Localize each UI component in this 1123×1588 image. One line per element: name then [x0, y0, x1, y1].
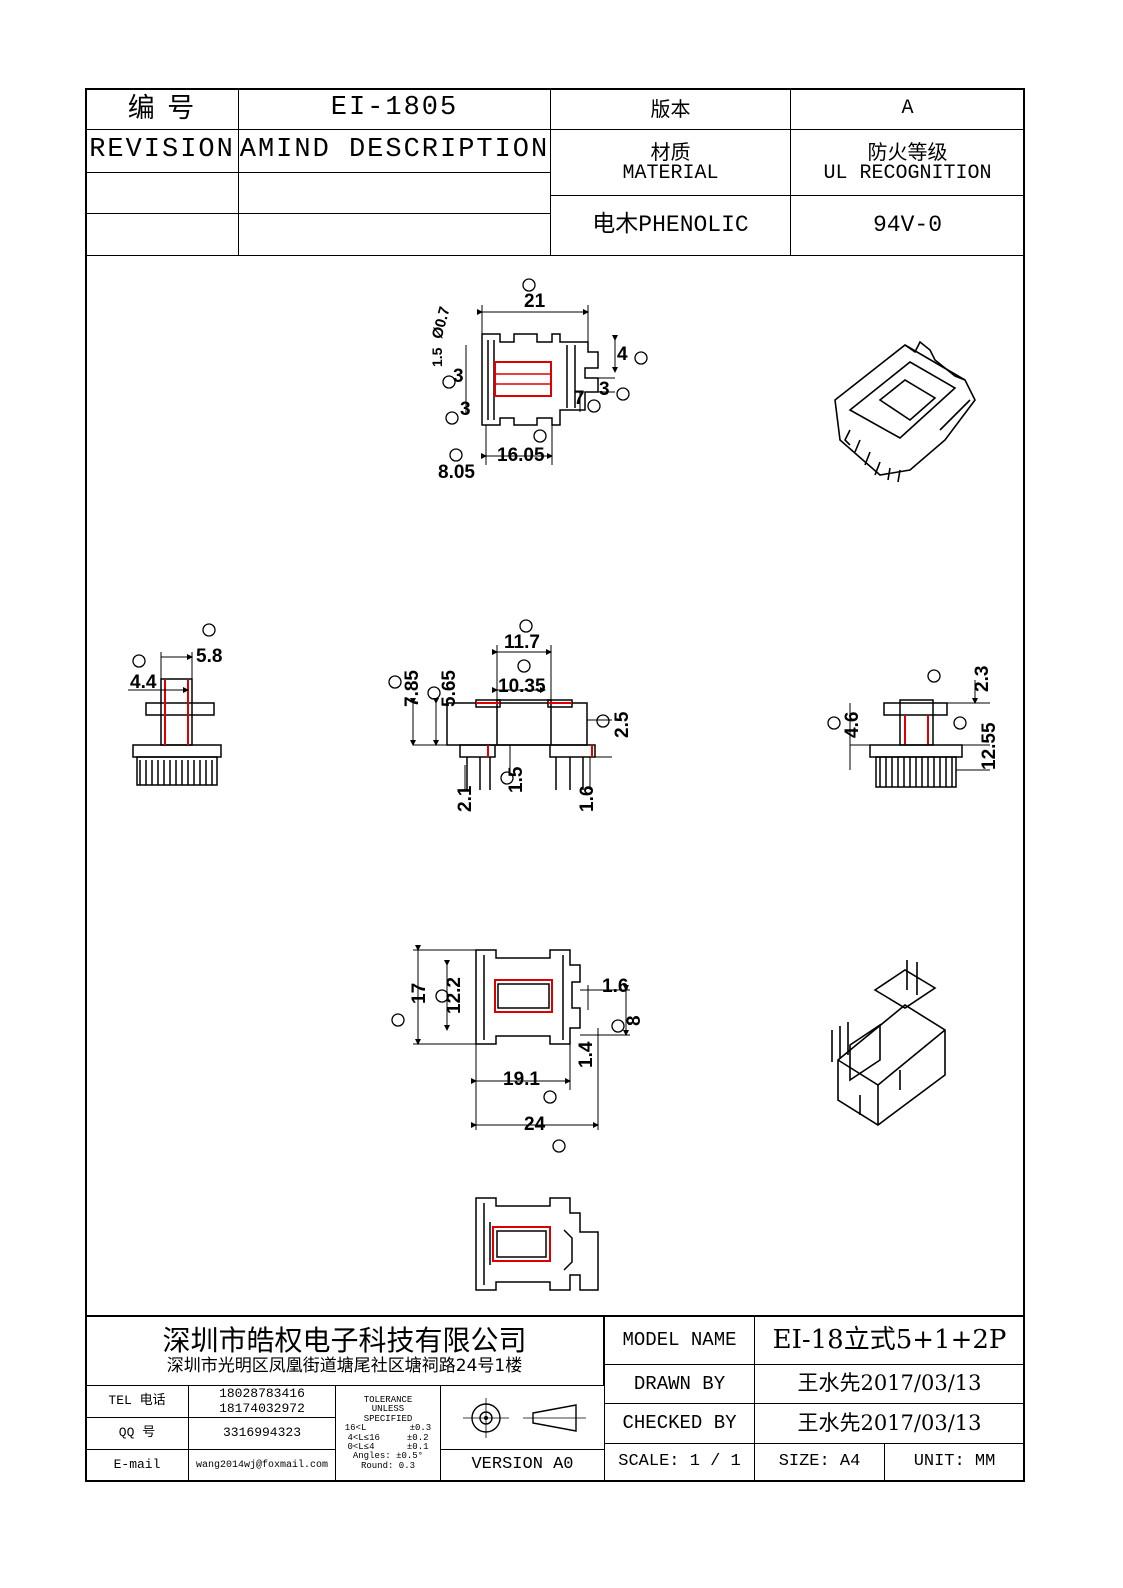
- company-address: 深圳市光明区凤凰街道塘尾社区塘祠路24号1楼: [166, 1355, 523, 1376]
- bottom-view-balloons: [391, 989, 625, 1153]
- dim-front-7-85: 7.85: [402, 670, 423, 707]
- dim-top-3a: 3: [453, 366, 464, 387]
- bottom-view: [413, 945, 630, 1130]
- model-value: EI-18立式5+1+2P: [754, 1315, 1025, 1365]
- dim-front-1-6: 1.6: [577, 786, 598, 812]
- front-view-balloons: [388, 619, 610, 785]
- tel-values: 18028783416 18174032972: [188, 1385, 336, 1418]
- dim-front-1-5: 1.5: [506, 766, 527, 793]
- dim-bottom-1-4: 1.4: [576, 1041, 597, 1068]
- dim-front-2-1: 2.1: [455, 785, 476, 812]
- isometric-view-bottom: [831, 960, 946, 1126]
- ul-label-cn: 防火等级: [867, 139, 948, 164]
- isometric-view-top: [834, 340, 976, 483]
- dim-bottom-8: 8: [624, 1015, 645, 1026]
- dim-bottom-12-2: 12.2: [444, 977, 465, 1014]
- email-label: E-mail: [85, 1449, 189, 1482]
- projection-symbol-cell: [440, 1385, 605, 1450]
- dim-top-7: 7: [574, 388, 585, 409]
- dim-top-3c: 3: [599, 379, 610, 400]
- drawn-label: DRAWN BY: [604, 1364, 755, 1404]
- right-side-view: [849, 680, 990, 788]
- dim-top-dia: Ø0.7: [429, 305, 454, 341]
- right-view-dimensions: 2.3 4.6 12.55: [842, 666, 1000, 770]
- top-view-balloons: [442, 278, 648, 462]
- model-label: MODEL NAME: [604, 1315, 755, 1365]
- dim-top-21: 21: [524, 291, 546, 312]
- dim-right-12-55: 12.55: [979, 722, 1000, 770]
- projection-symbol-icon: [462, 1397, 586, 1438]
- bottom-view-dimensions: 17 12.2 1.6 8 1.4 19.1 24: [409, 976, 645, 1135]
- front-view-dimensions: 11.7 10.35 7.85 5.65 2.5 2.1 1.5 1.6: [402, 632, 633, 812]
- dim-left-5-8: 5.8: [196, 646, 222, 667]
- left-view-dimensions: 5.8 4.4: [130, 646, 222, 693]
- email-value: wang2014wj@foxmail.com: [188, 1449, 336, 1482]
- dim-bottom-1-6: 1.6: [602, 976, 628, 997]
- ul-value: 94V-0: [790, 195, 1025, 256]
- dim-right-2-3: 2.3: [972, 666, 993, 692]
- dim-front-11-7: 11.7: [504, 632, 540, 653]
- front-view: [410, 645, 612, 790]
- dim-front-2-5: 2.5: [612, 711, 633, 738]
- company-block: 深圳市皓权电子科技有限公司 深圳市光明区凤凰街道塘尾社区塘祠路24号1楼: [85, 1315, 604, 1385]
- material-label-cn: 材质: [650, 139, 691, 164]
- title-block-divider: [85, 1315, 1025, 1317]
- dim-bottom-24: 24: [524, 1114, 546, 1135]
- dim-right-4-6: 4.6: [842, 712, 863, 738]
- dim-top-4: 4: [617, 344, 628, 365]
- dim-front-5-65: 5.65: [439, 670, 460, 707]
- size-text: SIZE: A4: [754, 1443, 885, 1482]
- left-side-view: [128, 652, 222, 786]
- dim-bottom-19-1: 19.1: [503, 1069, 540, 1090]
- material-value: 电木PHENOLIC: [550, 195, 791, 256]
- material-label: 材质 MATERIAL: [550, 129, 791, 196]
- unit-text: UNIT: MM: [884, 1443, 1025, 1482]
- drawn-value: 王水先2017/03/13: [754, 1364, 1025, 1404]
- dim-bottom-17: 17: [409, 983, 430, 1004]
- checked-label: CHECKED BY: [604, 1403, 755, 1444]
- tel-label: TEL 电话: [85, 1385, 189, 1418]
- version-text: VERSION A0: [440, 1449, 605, 1482]
- top-view: [465, 305, 618, 465]
- dim-top-3b: 3: [460, 399, 471, 420]
- qq-label: QQ 号: [85, 1417, 189, 1450]
- top-view-dimensions: 21 Ø0.7 1.5 3 3 4 7 3 8.05 16.05: [429, 291, 628, 483]
- left-view-balloons: [132, 623, 216, 668]
- right-view-balloons: [827, 669, 967, 730]
- ul-label-en: UL RECOGNITION: [823, 161, 992, 185]
- bobbin-end-view: [475, 1197, 599, 1291]
- qq-value: 3316994323: [188, 1417, 336, 1450]
- dim-top-1-5: 1.5: [429, 347, 445, 367]
- dim-front-10-35: 10.35: [498, 676, 546, 697]
- scale-text: SCALE: 1 / 1: [604, 1443, 755, 1482]
- dim-top-8-05: 8.05: [438, 462, 475, 483]
- dim-left-4-4: 4.4: [130, 672, 157, 693]
- dim-top-16-05: 16.05: [497, 445, 545, 466]
- company-name: 深圳市皓权电子科技有限公司: [162, 1323, 527, 1357]
- tolerance-block: TOLERANCE UNLESS SPECIFIED 16<L ±0.3 4<L…: [335, 1385, 441, 1482]
- material-label-en: MATERIAL: [622, 161, 719, 185]
- checked-value: 王水先2017/03/13: [754, 1403, 1025, 1444]
